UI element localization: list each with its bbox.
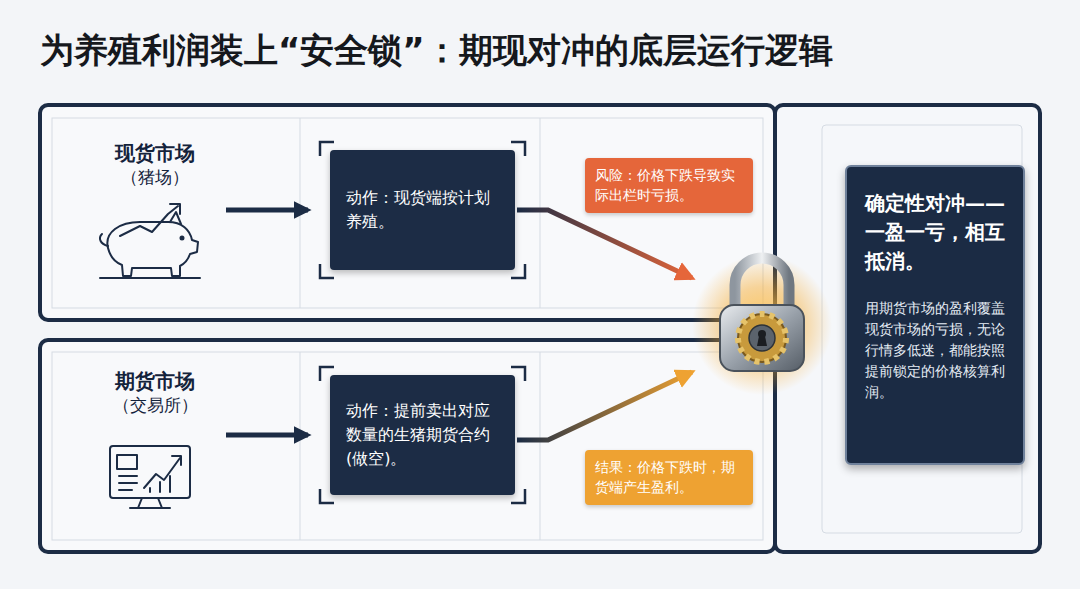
node-heading: 动作：提前卖出对应数量的生猪期货合约(做空)。 xyxy=(346,399,499,471)
action-box: 动作：现货端按计划养殖。 xyxy=(330,150,515,270)
node-heading: 现货市场 xyxy=(88,140,222,166)
text-group: 期货市场（交易所） xyxy=(88,368,222,416)
conclusion-panel: 确定性对冲——一盈一亏，相互抵消。用期货市场的盈利覆盖现货市场的亏损，无论行情多… xyxy=(845,165,1025,465)
text-group: 现货市场（猪场） xyxy=(88,140,222,188)
action-box: 动作：提前卖出对应数量的生猪期货合约(做空)。 xyxy=(330,375,515,495)
padlock-icon xyxy=(692,255,832,395)
node-body: 用期货市场的盈利覆盖现货市场的亏损，无论行情多低迷，都能按照提前锁定的价格核算利… xyxy=(865,298,1009,403)
node-body: （交易所） xyxy=(88,394,222,416)
flow-arrow xyxy=(226,208,308,213)
text-group: 确定性对冲——一盈一亏，相互抵消。用期货市场的盈利覆盖现货市场的亏损，无论行情多… xyxy=(865,189,1009,403)
market-label: 期货市场（交易所） xyxy=(88,368,222,508)
node-heading: 动作：现货端按计划养殖。 xyxy=(346,186,499,234)
risk-arrow xyxy=(517,210,692,278)
risk-callout: 风险：价格下跌导致实际出栏时亏损。 xyxy=(585,158,753,213)
text-group: 动作：提前卖出对应数量的生猪期货合约(做空)。 xyxy=(346,399,499,471)
futures-band xyxy=(40,340,775,552)
node-heading: 确定性对冲——一盈一亏，相互抵消。 xyxy=(865,189,1009,276)
result-callout: 结果：价格下跌时，期货端产生盈利。 xyxy=(585,450,753,505)
focus-brackets xyxy=(320,142,525,503)
computer-icon xyxy=(110,446,190,508)
node-heading: 风险：价格下跌导致实际出栏时亏损。 xyxy=(595,165,743,206)
flow-arrow xyxy=(226,433,308,438)
text-group: 动作：现货端按计划养殖。 xyxy=(346,186,499,234)
text-group: 风险：价格下跌导致实际出栏时亏损。 xyxy=(595,165,743,206)
text-group: 结果：价格下跌时，期货端产生盈利。 xyxy=(595,457,743,498)
market-label: 现货市场（猪场） xyxy=(88,140,222,280)
pig-icon xyxy=(100,204,200,278)
spot-band xyxy=(40,105,775,320)
diagram-title: 为养殖利润装上“安全锁”：期现对冲的底层运行逻辑 xyxy=(40,28,833,74)
node-heading: 期货市场 xyxy=(88,368,222,394)
profit-arrow xyxy=(517,372,692,440)
node-body: （猪场） xyxy=(88,166,222,188)
node-heading: 结果：价格下跌时，期货端产生盈利。 xyxy=(595,457,743,498)
